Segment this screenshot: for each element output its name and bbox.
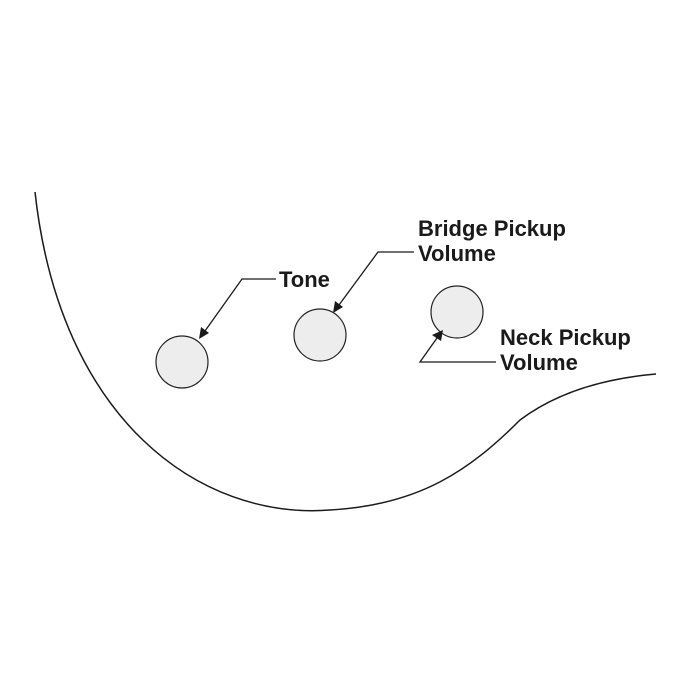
bridge-pickup-volume-label-line-2: Volume: [418, 241, 496, 266]
tone-arrowhead: [199, 327, 209, 339]
tone-label-line-1: Tone: [279, 267, 330, 292]
bridge-pickup-volume-label: Bridge Pickup Volume: [418, 216, 572, 266]
neck-pickup-volume-arrowhead: [432, 330, 443, 341]
neck-pickup-volume-label-line-2: Volume: [500, 350, 578, 375]
bridge-pickup-volume-leader-line: [338, 251, 414, 306]
neck-pickup-volume-label-line-1: Neck Pickup: [500, 325, 631, 350]
neck-pickup-volume-label: Neck Pickup Volume: [500, 325, 637, 375]
tone-leader-line: [204, 278, 276, 332]
tone-label: Tone: [279, 267, 330, 292]
bridge-pickup-volume-arrowhead: [333, 301, 343, 313]
bridge-pickup-volume-label-line-1: Bridge Pickup: [418, 216, 566, 241]
neck-pickup-volume-leader-line: [418, 337, 496, 363]
neck-pickup-volume-knob: [430, 285, 484, 339]
guitar-body-outline: [34, 191, 657, 512]
bridge-pickup-volume-knob: [293, 308, 347, 362]
tone-knob: [155, 335, 209, 389]
